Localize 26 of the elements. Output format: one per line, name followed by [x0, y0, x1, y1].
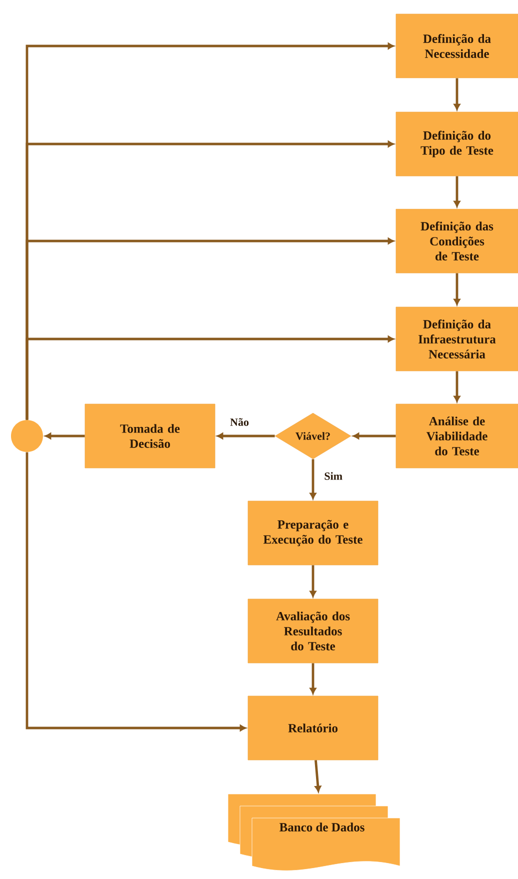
process-box: Definição das Condições de Teste [396, 208, 518, 274]
arrow [314, 760, 322, 792]
document-stack: Banco de Dados [228, 794, 400, 871]
arrow [26, 336, 394, 420]
process-box: Definição da Necessidade [396, 14, 518, 78]
process-box: Avaliação dos Resultados do Teste [248, 598, 378, 664]
connector-circle [11, 420, 43, 452]
arrow [310, 459, 316, 500]
edge-label: Não [229, 417, 250, 427]
arrow [310, 663, 316, 694]
arrow [216, 432, 275, 440]
arrow [454, 176, 460, 208]
process-box: Preparação e Execução do Teste [248, 500, 378, 566]
arrow [352, 432, 396, 440]
arrow [26, 452, 246, 732]
process-box: Relatório [248, 696, 378, 760]
edge-label: Sim [323, 471, 344, 481]
arrow [454, 273, 460, 306]
process-box: Tomada de Decisão [84, 404, 216, 468]
process-box: Definição da Infraestrutura Necessária [396, 306, 518, 372]
arrow [44, 432, 85, 440]
arrow [454, 78, 460, 110]
arrow [454, 371, 460, 402]
arrow [310, 565, 316, 598]
process-box: Análise de Viabilidade do Teste [396, 404, 518, 468]
process-box: Definição do Tipo de Teste [396, 112, 518, 176]
